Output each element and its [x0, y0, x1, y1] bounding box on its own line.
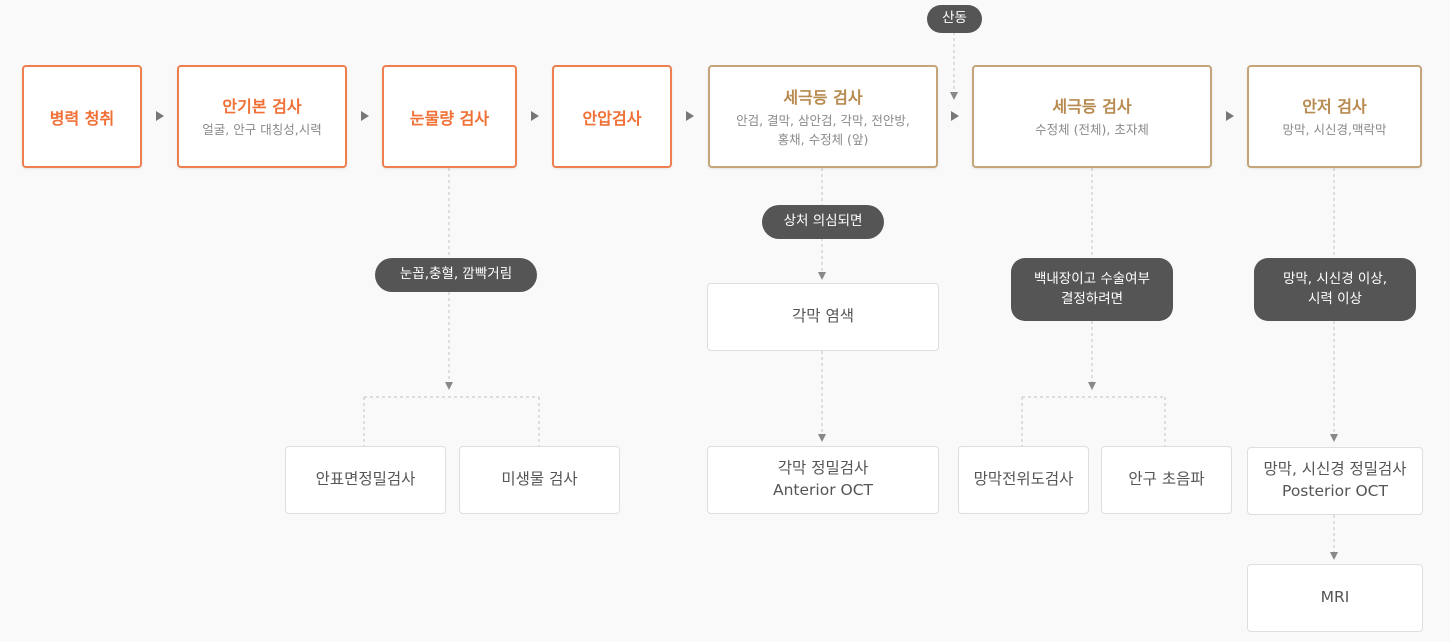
arrow-down-ant-oct — [818, 434, 826, 442]
arrow-right-icon — [531, 111, 539, 121]
arrow-down-dilation — [950, 92, 958, 100]
cataract-condition-line2: 결정하려면 — [1060, 290, 1124, 307]
step-iop-exam-title: 안압검사 — [582, 108, 642, 128]
step-tear-exam: 눈물량 검사 — [382, 65, 517, 168]
step-tear-exam-title: 눈물량 검사 — [409, 108, 490, 128]
arrow-right-icon — [1226, 111, 1234, 121]
arrow-right-icon — [361, 111, 369, 121]
step-slit-lamp-anterior-detail-line2: 홍채, 수정체 (앞) — [777, 131, 869, 147]
step-iop-exam: 안압검사 — [552, 65, 672, 168]
step-slit-lamp-anterior-title: 세극등 검사 — [783, 88, 863, 108]
test-erg-label: 망막전위도검사 — [973, 470, 1074, 489]
test-microbial-label: 미생물 검사 — [501, 470, 578, 489]
test-ultrasound-label: 안구 초음파 — [1128, 470, 1205, 489]
step-slit-lamp-anterior-detail: 안검, 결막, 삼안검, 각막, 전안방, 홍채, 수정체 (앞) — [736, 112, 910, 148]
test-anterior-oct-label2: Anterior OCT — [773, 481, 873, 499]
step-slit-lamp-anterior-detail-line1: 안검, 결막, 삼안검, 각막, 전안방, — [736, 113, 910, 129]
retina-condition-line1: 망막, 시신경 이상, — [1282, 270, 1388, 287]
step-basic-exam-detail: 얼굴, 안구 대칭성,시력 — [202, 122, 322, 138]
arrow-down-mri — [1330, 552, 1338, 560]
arrow-right-icon — [686, 111, 694, 121]
test-ultrasound: 안구 초음파 — [1101, 446, 1232, 514]
step-slit-lamp-full-detail: 수정체 (전체), 초자체 — [1035, 122, 1149, 138]
wound-condition-pill: 상처 의심되면 — [762, 205, 884, 239]
step-fundus-exam: 안저 검사 망막, 시신경,맥락막 — [1247, 65, 1422, 168]
step-history: 병력 청취 — [22, 65, 142, 168]
tear-condition-pill: 눈꼽,충혈, 깜빡거림 — [375, 258, 537, 292]
arrow-down-stain — [818, 272, 826, 280]
test-posterior-oct: 망막, 시신경 정밀검사 Posterior OCT — [1247, 447, 1423, 515]
arrow-right-icon — [156, 111, 164, 121]
test-anterior-oct-label1: 각막 정밀검사 — [777, 459, 869, 478]
test-ocular-surface: 안표면정밀검사 — [285, 446, 446, 514]
step-fundus-exam-detail: 망막, 시신경,맥락막 — [1282, 122, 1387, 138]
test-posterior-oct-label2: Posterior OCT — [1282, 482, 1388, 500]
cataract-condition-pill: 백내장이고 수술여부 결정하려면 — [1011, 258, 1173, 321]
test-posterior-oct-label1: 망막, 시신경 정밀검사 — [1263, 460, 1407, 479]
cataract-condition-line1: 백내장이고 수술여부 — [1033, 270, 1151, 287]
test-microbial: 미생물 검사 — [459, 446, 620, 514]
arrow-right-icon — [951, 111, 959, 121]
test-ocular-surface-label: 안표면정밀검사 — [315, 470, 416, 489]
test-mri-label: MRI — [1320, 588, 1350, 607]
test-mri: MRI — [1247, 564, 1423, 632]
step-basic-exam-title: 안기본 검사 — [222, 97, 302, 117]
arrow-down-tear — [445, 382, 453, 390]
step-fundus-exam-title: 안저 검사 — [1302, 97, 1367, 117]
step-slit-lamp-anterior: 세극등 검사 안검, 결막, 삼안검, 각막, 전안방, 홍채, 수정체 (앞) — [708, 65, 938, 168]
test-corneal-stain-label: 각막 염색 — [792, 307, 854, 326]
arrow-down-post-oct — [1330, 434, 1338, 442]
step-history-title: 병력 청취 — [49, 108, 115, 128]
step-slit-lamp-full: 세극등 검사 수정체 (전체), 초자체 — [972, 65, 1212, 168]
retina-condition-pill: 망막, 시신경 이상, 시력 이상 — [1254, 258, 1416, 321]
test-corneal-stain: 각막 염색 — [707, 283, 939, 351]
test-erg: 망막전위도검사 — [958, 446, 1089, 514]
step-basic-exam: 안기본 검사 얼굴, 안구 대칭성,시력 — [177, 65, 347, 168]
arrow-down-slit2 — [1088, 382, 1096, 390]
retina-condition-line2: 시력 이상 — [1308, 290, 1362, 307]
dilation-pill: 산동 — [927, 5, 982, 33]
test-anterior-oct: 각막 정밀검사 Anterior OCT — [707, 446, 939, 514]
step-slit-lamp-full-title: 세극등 검사 — [1052, 97, 1132, 117]
